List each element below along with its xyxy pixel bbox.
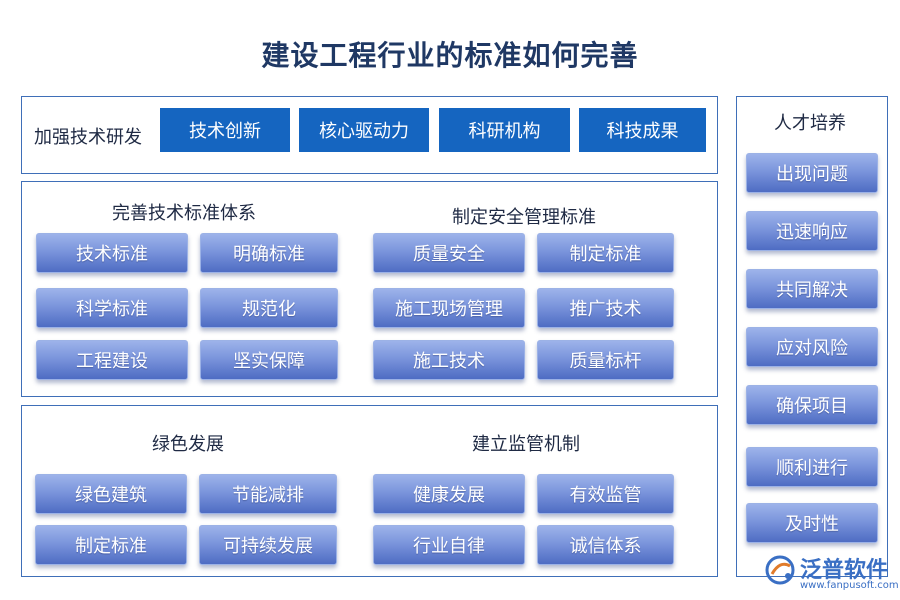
green-development-item[interactable]: 绿色建筑 — [35, 474, 187, 514]
tech-standard-item[interactable]: 技术标准 — [36, 233, 188, 273]
tech-standard-item[interactable]: 规范化 — [200, 288, 338, 328]
talent-training-panel: 人才培养 出现问题 迅速响应 共同解决 应对风险 确保项目 顺利进行 及时性 — [736, 96, 888, 577]
talent-training-item[interactable]: 迅速响应 — [746, 211, 878, 251]
logo-url: www.fanpusoft.com — [800, 580, 899, 591]
supervision-item[interactable]: 有效监管 — [537, 474, 674, 514]
safety-standard-heading: 制定安全管理标准 — [452, 207, 596, 228]
safety-standard-item[interactable]: 制定标准 — [537, 233, 674, 273]
tech-standard-item[interactable]: 工程建设 — [36, 340, 188, 380]
supervision-item[interactable]: 诚信体系 — [537, 525, 674, 565]
talent-training-item[interactable]: 顺利进行 — [746, 447, 878, 487]
green-supervision-panel: 绿色发展 建立监管机制 绿色建筑 节能减排 制定标准 可持续发展 健康发展 有效… — [21, 405, 718, 577]
supervision-item[interactable]: 健康发展 — [373, 474, 525, 514]
talent-training-item[interactable]: 共同解决 — [746, 269, 878, 309]
logo-name: 泛普软件 — [800, 558, 889, 583]
talent-training-item[interactable]: 出现问题 — [746, 153, 878, 193]
safety-standard-item[interactable]: 质量标杆 — [537, 340, 674, 380]
green-development-heading: 绿色发展 — [152, 434, 224, 455]
tech-research-item[interactable]: 科研机构 — [439, 108, 570, 152]
tech-research-item[interactable]: 科技成果 — [579, 108, 706, 152]
tech-standard-item[interactable]: 科学标准 — [36, 288, 188, 328]
tech-research-label: 加强技术研发 — [34, 127, 142, 148]
fanpu-logo-icon — [765, 555, 795, 585]
talent-training-heading: 人才培养 — [774, 113, 846, 134]
standards-panel: 完善技术标准体系 制定安全管理标准 技术标准 明确标准 科学标准 规范化 工程建… — [21, 181, 718, 397]
supervision-heading: 建立监管机制 — [472, 434, 580, 455]
safety-standard-item[interactable]: 推广技术 — [537, 288, 674, 328]
safety-standard-item[interactable]: 施工技术 — [373, 340, 525, 380]
talent-training-item[interactable]: 应对风险 — [746, 327, 878, 367]
tech-research-item[interactable]: 核心驱动力 — [299, 108, 429, 152]
talent-training-item[interactable]: 及时性 — [746, 503, 878, 543]
tech-standard-item[interactable]: 明确标准 — [200, 233, 338, 273]
page-title: 建设工程行业的标准如何完善 — [261, 39, 639, 72]
tech-research-item[interactable]: 技术创新 — [160, 108, 290, 152]
fanpu-logo: 泛普软件 www.fanpusoft.com — [764, 552, 899, 596]
talent-training-item[interactable]: 确保项目 — [746, 385, 878, 425]
safety-standard-item[interactable]: 质量安全 — [373, 233, 525, 273]
safety-standard-item[interactable]: 施工现场管理 — [373, 288, 525, 328]
tech-standard-system-heading: 完善技术标准体系 — [112, 203, 256, 224]
green-development-item[interactable]: 可持续发展 — [199, 525, 337, 565]
supervision-item[interactable]: 行业自律 — [373, 525, 525, 565]
tech-standard-item[interactable]: 坚实保障 — [200, 340, 338, 380]
green-development-item[interactable]: 制定标准 — [35, 525, 187, 565]
tech-research-panel: 加强技术研发 技术创新 核心驱动力 科研机构 科技成果 — [21, 96, 718, 174]
green-development-item[interactable]: 节能减排 — [199, 474, 337, 514]
